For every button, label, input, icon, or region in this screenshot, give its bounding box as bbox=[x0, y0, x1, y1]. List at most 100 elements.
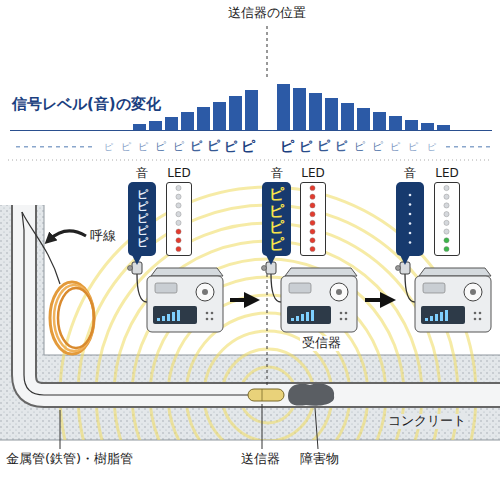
faint-sound-dash bbox=[72, 146, 76, 148]
receiver bbox=[396, 262, 492, 332]
sound-callout: 音ピピピピピ bbox=[128, 166, 156, 256]
led-lamp bbox=[176, 185, 181, 190]
signal-bar bbox=[213, 102, 226, 130]
led-lamp bbox=[444, 229, 449, 234]
led-indicator: LED bbox=[166, 166, 192, 256]
obstacle bbox=[288, 384, 334, 406]
sound-callout: 音 bbox=[396, 166, 424, 256]
signal-bar bbox=[421, 123, 434, 130]
pull-arrow bbox=[49, 231, 86, 240]
part-label: 受信器 bbox=[300, 336, 343, 351]
sound-beep: ピ bbox=[427, 142, 436, 152]
faint-sound-dash bbox=[40, 146, 44, 148]
sound-text: ピピピピ bbox=[269, 186, 284, 252]
signal-bar bbox=[373, 112, 386, 130]
sound-beep: ピ bbox=[104, 142, 113, 152]
part-label: 金属管(鉄管)・樹脂管 bbox=[6, 452, 133, 467]
quiet-dots bbox=[405, 189, 415, 249]
node-heading: 音 bbox=[404, 166, 416, 180]
led-lamp bbox=[176, 246, 181, 251]
leader-line bbox=[315, 408, 318, 449]
sound-beep: ピ bbox=[121, 141, 131, 152]
led-lamp bbox=[310, 220, 315, 225]
wire-coil bbox=[58, 288, 94, 348]
node-heading: LED bbox=[435, 166, 459, 180]
sound-beep: ピ bbox=[207, 139, 220, 153]
node-heading: LED bbox=[167, 166, 191, 180]
sound-beep: ピ bbox=[408, 141, 418, 152]
led-lamp bbox=[310, 229, 315, 234]
led-indicator: LED bbox=[300, 166, 326, 256]
transmitter-band bbox=[262, 389, 263, 401]
signal-bars bbox=[133, 84, 450, 130]
signal-bar bbox=[325, 98, 338, 130]
part-label: コンクリート bbox=[386, 414, 468, 429]
led-lamp bbox=[176, 220, 181, 225]
sound-beep: ピ bbox=[299, 139, 312, 154]
concrete-edge bbox=[44, 205, 45, 355]
sound-text: ピピピピピ bbox=[137, 189, 148, 249]
signal-bar bbox=[181, 112, 194, 130]
signal-wave bbox=[114, 241, 422, 440]
signal-bar bbox=[437, 125, 450, 130]
led-lamp bbox=[444, 194, 449, 199]
led-panel bbox=[434, 182, 460, 256]
signal-bar bbox=[245, 90, 258, 130]
concrete-edge bbox=[0, 440, 500, 441]
part-label: 呼線 bbox=[90, 229, 116, 244]
faint-sound-dash bbox=[24, 146, 28, 148]
led-lamp bbox=[310, 212, 315, 217]
led-panel bbox=[300, 182, 326, 256]
led-lamp bbox=[310, 185, 315, 190]
led-panel bbox=[166, 182, 192, 256]
quiet-dot bbox=[409, 194, 412, 197]
sound-beep: ピ bbox=[173, 140, 184, 153]
sound-bubble: ピピピピピ bbox=[128, 182, 156, 256]
faint-sound-dash bbox=[462, 146, 466, 148]
signal-bar bbox=[133, 124, 146, 130]
led-lamp bbox=[310, 238, 315, 243]
led-lamp bbox=[310, 194, 315, 199]
led-column bbox=[167, 183, 190, 254]
faint-sound-dash bbox=[64, 146, 68, 148]
led-lamp bbox=[444, 212, 449, 217]
quiet-dot bbox=[409, 213, 412, 216]
led-lamp bbox=[176, 212, 181, 217]
signal-bar bbox=[341, 103, 354, 130]
led-lamp bbox=[176, 203, 181, 208]
sound-beep: ピ bbox=[190, 140, 202, 154]
signal-bar bbox=[389, 116, 402, 130]
led-lamp bbox=[444, 238, 449, 243]
move-arrow bbox=[365, 298, 388, 302]
led-column bbox=[435, 183, 458, 254]
quiet-dot bbox=[409, 222, 412, 225]
faint-sound-dash bbox=[446, 146, 450, 148]
led-lamp bbox=[176, 194, 181, 199]
led-lamp bbox=[176, 229, 181, 234]
faint-sound-dash bbox=[80, 146, 84, 148]
node-heading: 音 bbox=[271, 166, 283, 180]
signal-bar bbox=[229, 96, 242, 130]
part-label: 障害物 bbox=[300, 452, 339, 467]
led-lamp bbox=[310, 203, 315, 208]
node-heading: 音 bbox=[136, 166, 148, 180]
receiver bbox=[128, 262, 224, 332]
faint-sound-dash bbox=[32, 146, 36, 148]
coil-wire bbox=[22, 212, 60, 284]
signal-bar bbox=[149, 121, 162, 130]
sound-beep: ピ bbox=[224, 139, 237, 154]
led-lamp bbox=[444, 203, 449, 208]
sound-bubble: ピピピピ bbox=[262, 182, 291, 256]
wire-coil bbox=[50, 282, 94, 354]
faint-sound-dash bbox=[88, 146, 92, 148]
sound-beep: ピ bbox=[241, 139, 255, 155]
node-heading: LED bbox=[301, 166, 325, 180]
faint-sound-dash bbox=[478, 146, 482, 148]
quiet-dot bbox=[409, 203, 412, 206]
faint-sound-dash bbox=[470, 146, 474, 148]
concrete-edge bbox=[44, 355, 500, 356]
led-lamp bbox=[444, 246, 449, 251]
led-lamp bbox=[444, 220, 449, 225]
wire-coil bbox=[54, 285, 94, 351]
